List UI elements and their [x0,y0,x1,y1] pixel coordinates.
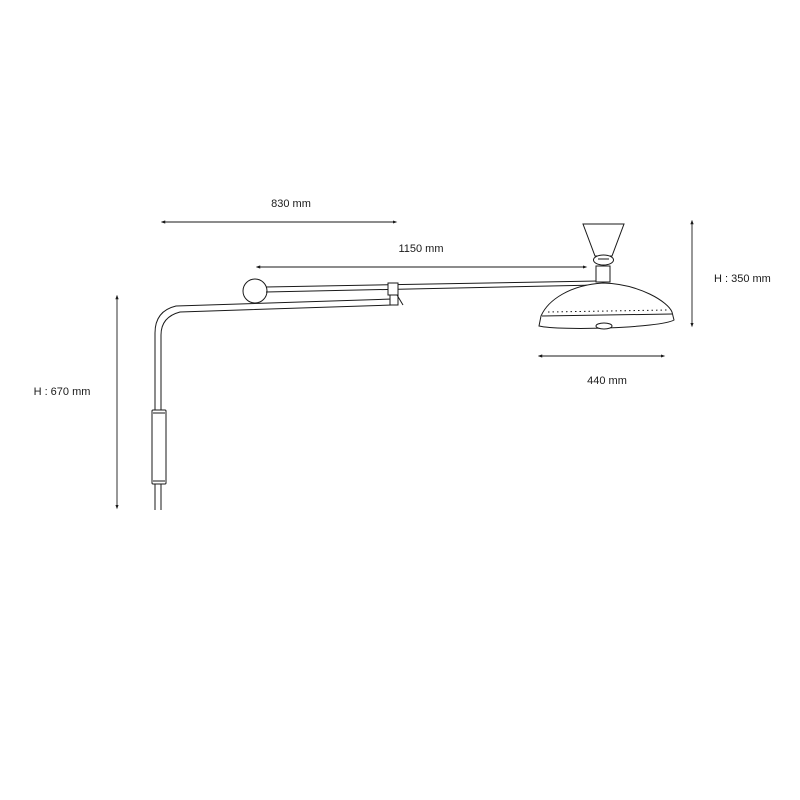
label-arm-short: 830 mm [271,198,311,210]
counterweight-ball [242,278,268,304]
shade-bulb [595,322,613,330]
downlight-shade [538,282,675,329]
pivot-joint [387,282,399,296]
dimension-shade-width: 440 mm [537,354,666,387]
pivot-link [396,294,404,306]
label-shade-height: H : 350 mm [714,273,771,285]
shade-rim-line [541,313,673,317]
upper-arm-bottom [265,284,599,293]
wall-lamp-drawing [151,223,675,510]
dimension-arm-short: 830 mm [160,198,398,224]
shade-perforations [547,309,669,313]
dimension-wall-height: H : 670 mm [34,294,119,510]
uplight-cone [582,223,625,257]
dimension-shade-height: H : 350 mm [690,219,771,328]
wall-bracket [151,409,167,485]
wall-stem-inner [160,304,393,510]
shade-connector [595,265,611,283]
wall-stem [154,298,393,510]
upper-arm-top [265,280,599,288]
label-wall-height: H : 670 mm [34,386,91,398]
uplight-collar [593,254,614,266]
label-shade-width: 440 mm [587,375,627,387]
pivot-joint-lower [389,294,399,306]
label-arm-long: 1150 mm [398,243,443,255]
dimension-arm-long: 1150 mm [255,243,588,269]
